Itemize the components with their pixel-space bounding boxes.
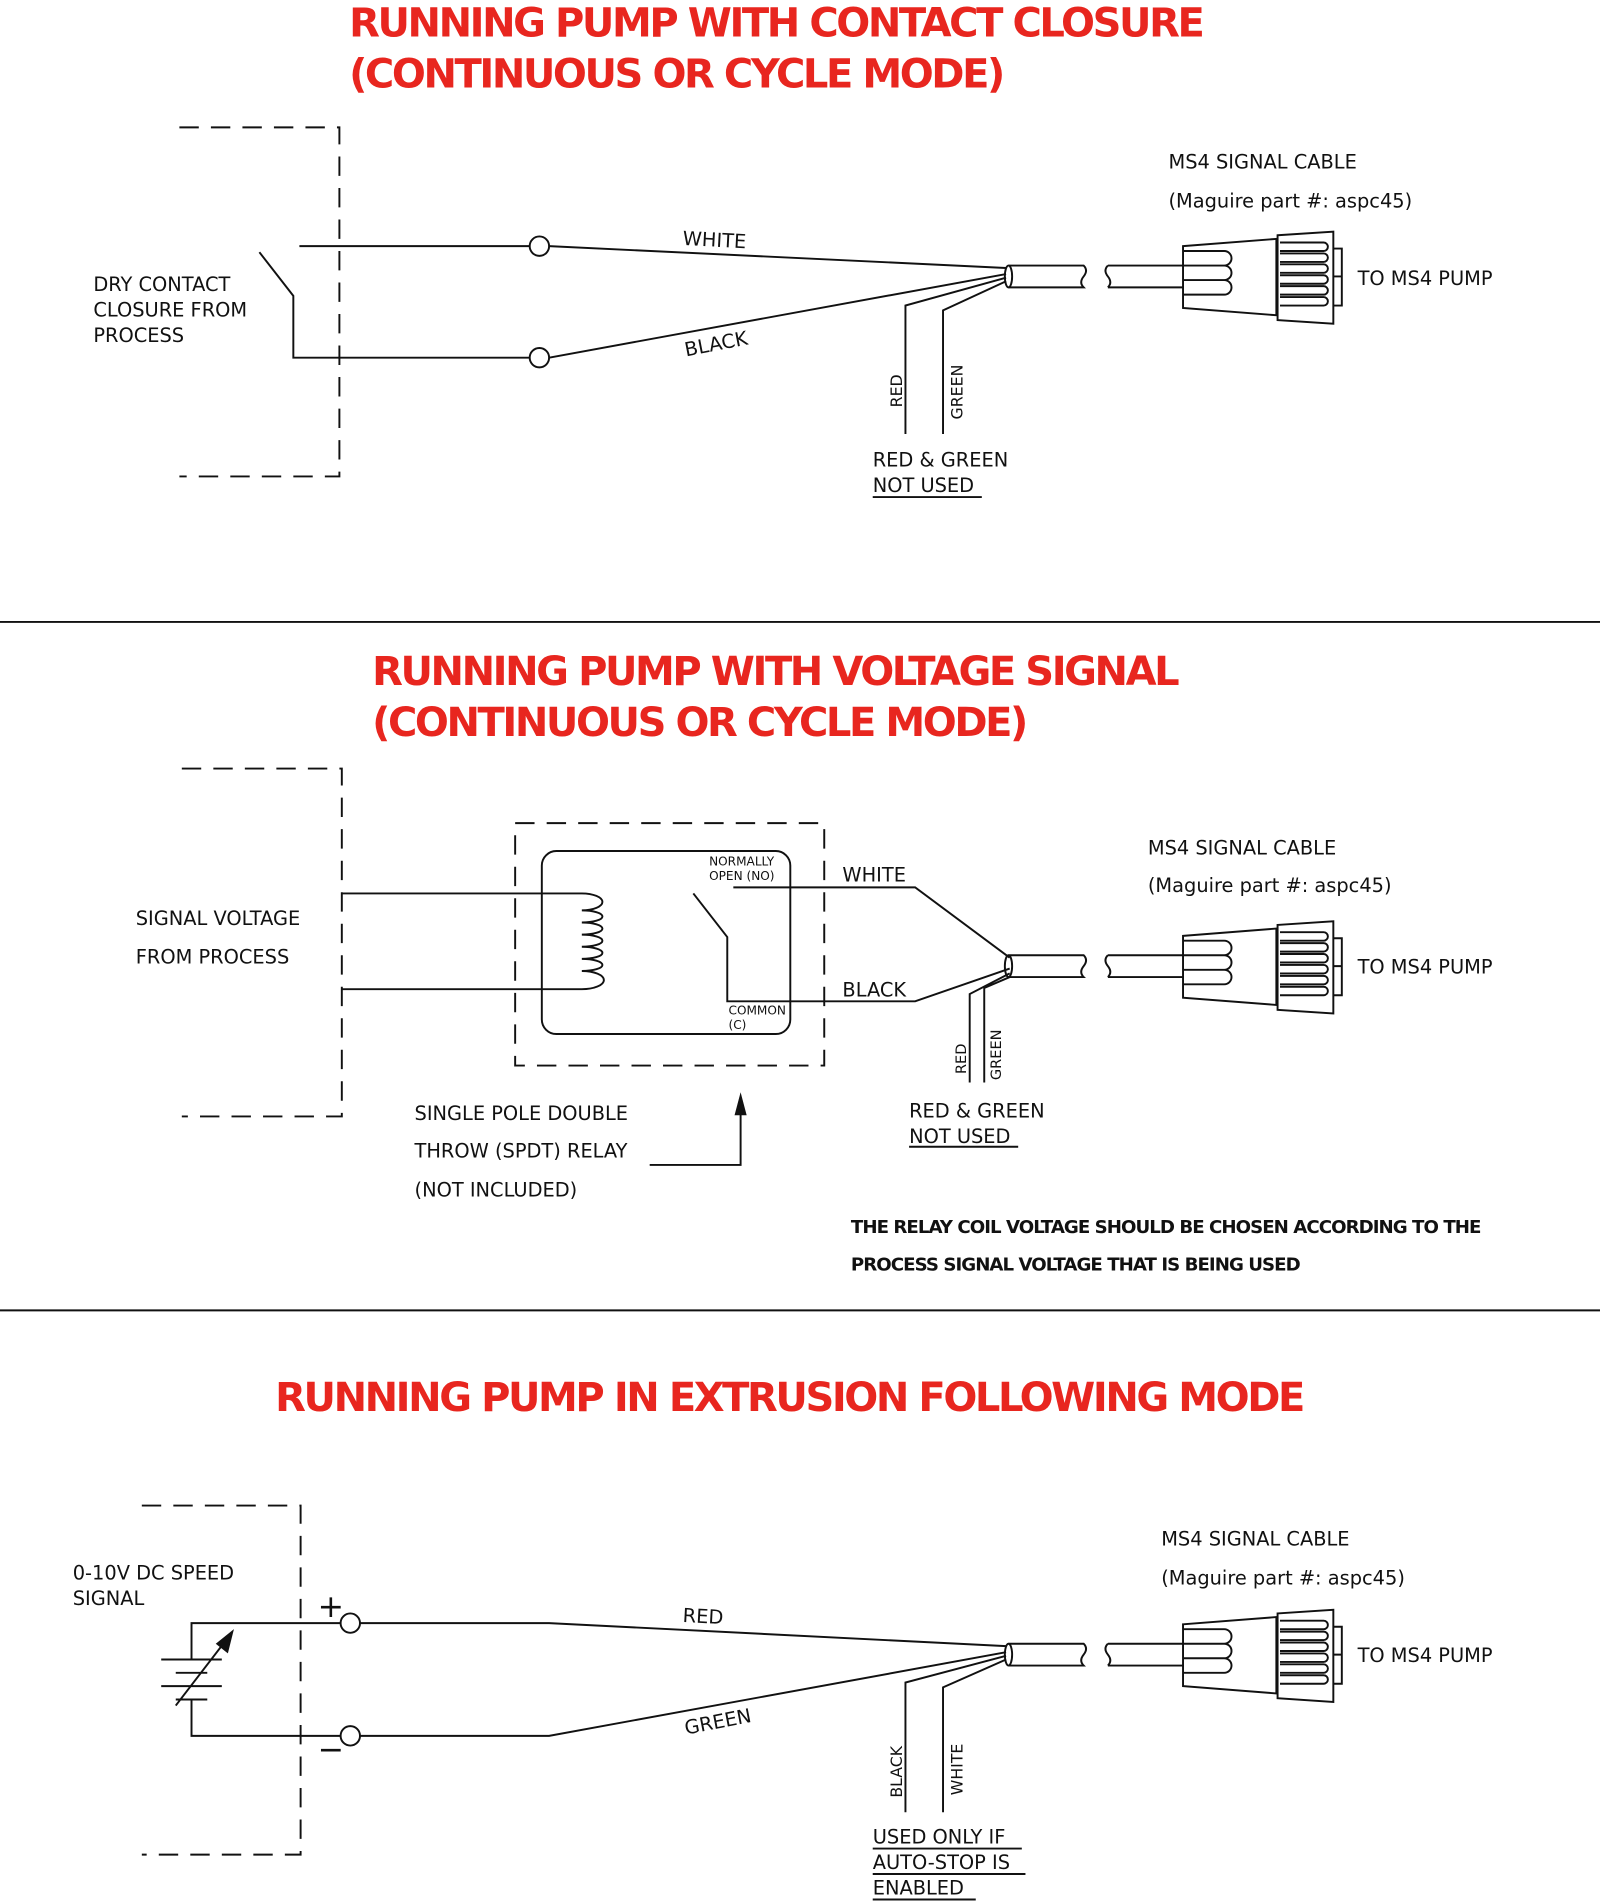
wire-label-red: RED bbox=[887, 374, 906, 407]
used-note: AUTO-STOP IS bbox=[873, 1851, 1010, 1874]
cable-part: (Maguire part #: aspc45) bbox=[1148, 874, 1392, 897]
contact-switch bbox=[258, 245, 530, 359]
arrow-icon bbox=[215, 1629, 234, 1654]
no-label: NORMALLY bbox=[709, 855, 775, 869]
cable-part: (Maguire part #: aspc45) bbox=[1161, 1566, 1405, 1589]
relay bbox=[540, 850, 792, 1035]
common-label: (C) bbox=[728, 1018, 746, 1032]
wire-label-red: RED bbox=[682, 1604, 724, 1629]
unused-note: NOT USED bbox=[909, 1125, 1010, 1148]
to-pump-label: TO MS4 PUMP bbox=[1357, 267, 1493, 290]
section-subtitle: (CONTINUOUS OR CYCLE MODE) bbox=[349, 51, 1003, 97]
relay-note: THE RELAY COIL VOLTAGE SHOULD BE CHOSEN … bbox=[851, 1217, 1481, 1238]
to-pump-label: TO MS4 PUMP bbox=[1357, 955, 1493, 978]
wire-label-red: RED bbox=[954, 1044, 970, 1074]
wire-label-green: GREEN bbox=[947, 365, 966, 420]
relay-label: THROW (SPDT) RELAY bbox=[414, 1140, 628, 1163]
wire-label-black: BLACK bbox=[842, 978, 907, 1001]
cable-name: MS4 SIGNAL CABLE bbox=[1148, 837, 1336, 860]
wires bbox=[360, 1622, 1007, 1813]
relay-note: PROCESS SIGNAL VOLTAGE THAT IS BEING USE… bbox=[851, 1254, 1301, 1275]
wire-label-white: WHITE bbox=[682, 227, 747, 253]
source-label: CLOSURE FROM bbox=[93, 298, 247, 321]
source-label: 0-10V DC SPEED bbox=[73, 1561, 234, 1584]
section-extrusion-following: RUNNING PUMP IN EXTRUSION FOLLOWING MODE… bbox=[73, 1375, 1493, 1901]
relay-pointer bbox=[649, 1112, 742, 1166]
cable-connector bbox=[1003, 920, 1343, 1015]
source-label: PROCESS bbox=[93, 324, 184, 347]
variable-arrow bbox=[174, 1641, 226, 1707]
source-label: FROM PROCESS bbox=[136, 946, 289, 969]
relay-label: SINGLE POLE DOUBLE bbox=[415, 1102, 629, 1125]
unused-note: RED & GREEN bbox=[909, 1100, 1045, 1123]
terminal bbox=[528, 347, 551, 369]
cable-name: MS4 SIGNAL CABLE bbox=[1161, 1528, 1349, 1551]
relay-coil bbox=[341, 892, 605, 991]
source-label: DRY CONTACT bbox=[93, 273, 230, 296]
dc-source bbox=[161, 1622, 341, 1737]
section-title: RUNNING PUMP WITH CONTACT CLOSURE bbox=[349, 0, 1202, 46]
process-boundary bbox=[181, 767, 343, 1118]
source-label: SIGNAL bbox=[73, 1587, 145, 1610]
minus-sign: − bbox=[318, 1732, 344, 1768]
cable-part: (Maguire part #: aspc45) bbox=[1168, 189, 1412, 212]
process-boundary bbox=[179, 126, 341, 478]
wires bbox=[548, 245, 1007, 435]
used-note: USED ONLY IF bbox=[873, 1826, 1006, 1849]
relay-label: (NOT INCLUDED) bbox=[415, 1178, 578, 1201]
arrow-icon bbox=[734, 1092, 747, 1116]
terminal bbox=[528, 235, 551, 257]
used-note: ENABLED bbox=[873, 1877, 964, 1900]
plus-sign: + bbox=[318, 1589, 344, 1625]
to-pump-label: TO MS4 PUMP bbox=[1357, 1644, 1493, 1667]
section-subtitle: (CONTINUOUS OR CYCLE MODE) bbox=[372, 700, 1026, 746]
cable-name: MS4 SIGNAL CABLE bbox=[1168, 151, 1356, 174]
unused-note: NOT USED bbox=[873, 474, 974, 497]
section-title: RUNNING PUMP IN EXTRUSION FOLLOWING MODE bbox=[275, 1375, 1303, 1421]
source-label: SIGNAL VOLTAGE bbox=[136, 907, 301, 930]
section-voltage-signal: RUNNING PUMP WITH VOLTAGE SIGNAL (CONTIN… bbox=[136, 649, 1493, 1275]
common-label: COMMON bbox=[728, 1004, 785, 1018]
process-boundary bbox=[141, 1504, 302, 1856]
cable-connector bbox=[1003, 1608, 1343, 1703]
section-contact-closure: RUNNING PUMP WITH CONTACT CLOSURE (CONTI… bbox=[93, 0, 1493, 499]
wires bbox=[692, 886, 1011, 1083]
cable-connector bbox=[1003, 230, 1343, 325]
wire-label-white: WHITE bbox=[842, 863, 906, 886]
wire-label-black: BLACK bbox=[887, 1745, 906, 1797]
no-label: OPEN (NO) bbox=[709, 869, 774, 883]
section-title: RUNNING PUMP WITH VOLTAGE SIGNAL bbox=[372, 649, 1179, 695]
relay-boundary bbox=[514, 822, 826, 1067]
unused-note: RED & GREEN bbox=[873, 449, 1009, 472]
wire-label-white: WHITE bbox=[947, 1744, 966, 1796]
wire-label-green: GREEN bbox=[989, 1029, 1005, 1080]
